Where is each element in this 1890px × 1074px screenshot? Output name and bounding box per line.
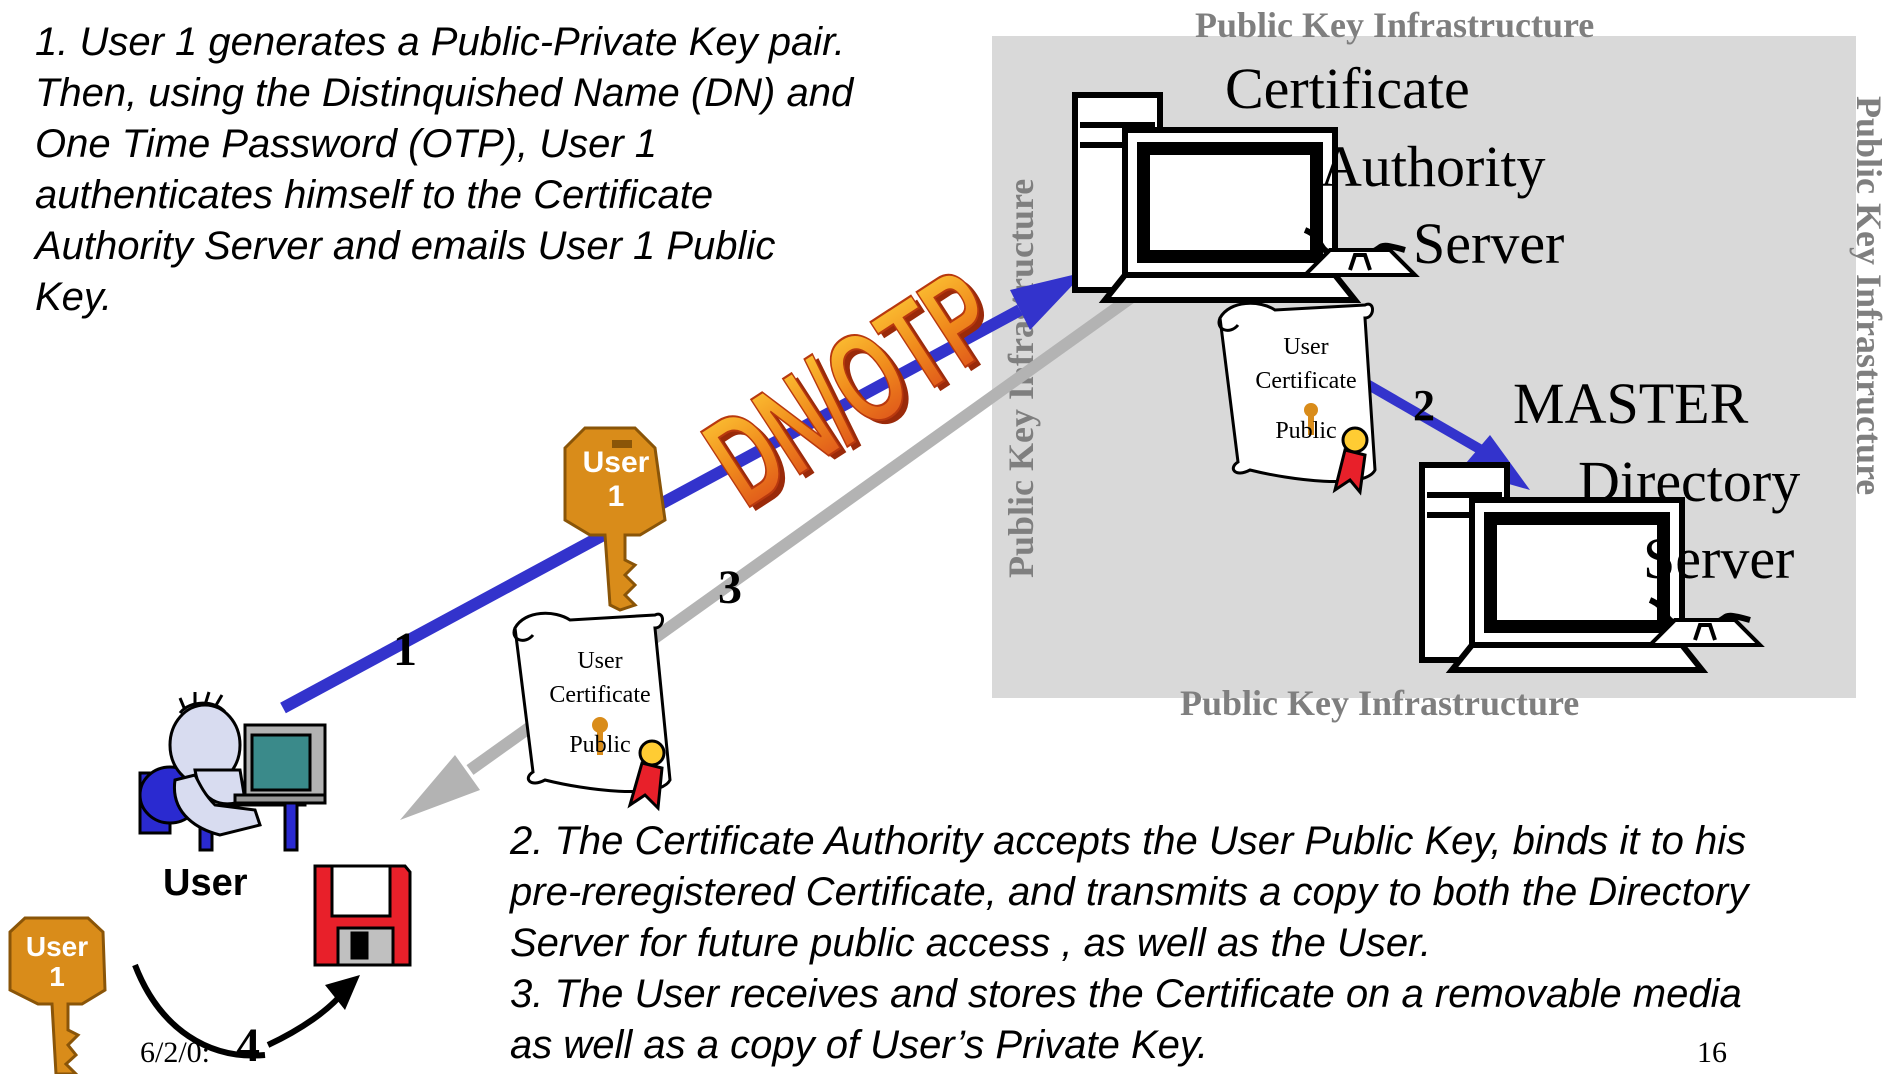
step-number-2: 2 (1413, 381, 1435, 430)
step2-3-description: 2. The Certificate Authority accepts the… (510, 816, 1880, 1071)
key-small-label-line1: User (25, 931, 89, 962)
page-number: 16 (1697, 1036, 1727, 1069)
user-at-computer-icon (138, 691, 327, 852)
pki-label-bottom: Public Key Infrastructure (1180, 683, 1580, 723)
footer-date: 6/2/0: (140, 1036, 211, 1069)
ca-server-label-1: Certificate (1225, 56, 1470, 121)
ca-computer-icon (1072, 92, 1420, 303)
step1-line: authenticates himself to the Certificate (35, 173, 714, 217)
step-number-3: 3 (718, 561, 742, 614)
key-large-label-line1: User (582, 446, 650, 479)
step1-description: 1. User 1 generates a Public-Private Key… (35, 17, 985, 323)
key-small-label: User 1 (12, 932, 102, 992)
step2-line: pre-reregistered Certificate, and transm… (510, 870, 1749, 914)
certificate-top-line2: Certificate (1255, 368, 1357, 394)
step-number-4: 4 (236, 1019, 260, 1072)
master-computer-icon (1419, 462, 1765, 673)
certificate-scroll-icon-top (1217, 301, 1377, 496)
pki-label-top: Public Key Infrastructure (1195, 5, 1595, 45)
floppy-disk-icon (313, 864, 412, 967)
key-icon-small (8, 916, 107, 1074)
certificate-bottom-line2: Certificate (549, 682, 651, 708)
ca-server-label-3: Server (1413, 211, 1565, 276)
step2-line: 2. The Certificate Authority accepts the… (510, 819, 1747, 863)
certificate-bottom-line1: User (577, 648, 623, 674)
step-number-1: 1 (393, 623, 417, 676)
step1-line: One Time Password (OTP), User 1 (35, 122, 658, 166)
step1-line: 1. User 1 generates a Public-Private Key… (35, 20, 846, 64)
step1-line: Key. (35, 275, 113, 319)
key-large-label-line2: 1 (607, 480, 625, 513)
step3-line: as well as a copy of User’s Private Key. (510, 1023, 1209, 1067)
certificate-top-text: User Certificate Public (1236, 330, 1376, 448)
certificate-top-line1: User (1283, 334, 1329, 360)
key-large-label: User 1 (572, 446, 660, 514)
master-server-label-2: Directory (1578, 449, 1801, 514)
arrow-step4 (132, 963, 360, 1059)
step3-line: 3. The User receives and stores the Cert… (510, 972, 1742, 1016)
key-icon-large (563, 426, 667, 612)
step1-line: Then, using the Distinquished Name (DN) … (35, 71, 854, 115)
certificate-top-line3: Public (1275, 418, 1337, 444)
ca-server-label-2: Authority (1320, 134, 1546, 199)
certificate-bottom-line3: Public (569, 732, 631, 758)
master-server-label-3: Server (1643, 526, 1795, 591)
certificate-scroll-icon-bottom (512, 611, 672, 812)
certificate-bottom-text: User Certificate Public (530, 644, 670, 762)
user-label: User (163, 862, 248, 904)
master-server-label-1: MASTER (1513, 371, 1749, 436)
key-small-label-line2: 1 (49, 961, 65, 992)
step1-line: Authority Server and emails User 1 Publi… (35, 224, 776, 268)
step2-line: Server for future public access , as wel… (510, 921, 1432, 965)
